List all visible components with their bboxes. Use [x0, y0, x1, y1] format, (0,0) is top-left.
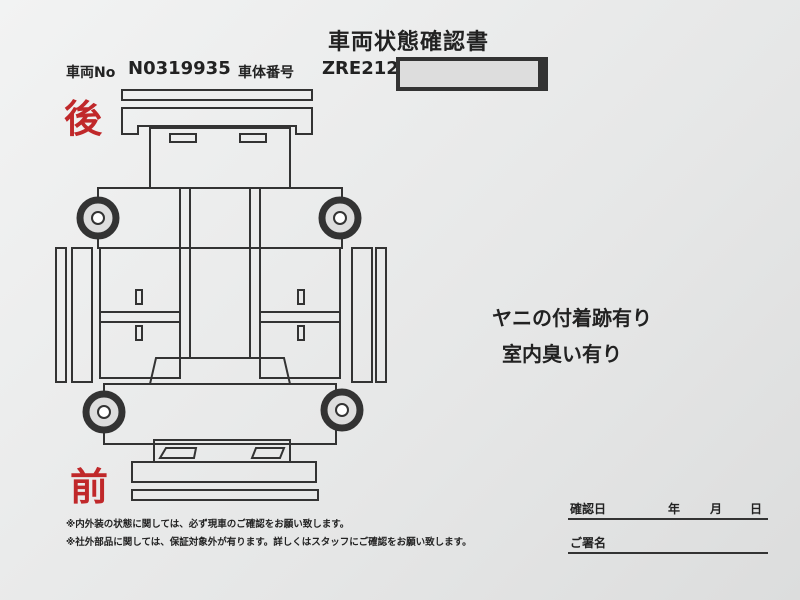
redaction-sticker — [396, 57, 548, 91]
signature-line: ご署名 — [568, 534, 768, 554]
note-line-1: ヤニの付着跡有り — [492, 306, 652, 330]
day-label: 日 — [750, 502, 763, 516]
document-title: 車両状態確認書 — [328, 30, 490, 55]
confirm-date-line: 確認日 年 月 日 — [568, 500, 768, 520]
disclaimer-1: ※内外装の状態に関しては、必ず現車のご確認をお願い致します。 — [66, 519, 350, 530]
disclaimer-2: ※社外部品に関しては、保証対象外が有ります。詳しくはスタッフにご確認をお願い致し… — [66, 537, 472, 548]
note-line-2: 室内臭い有り — [502, 342, 622, 366]
confirm-date-label: 確認日 — [570, 502, 607, 516]
vehicle-no-value: N0319935 — [128, 58, 231, 79]
vehicle-no-label: 車両No — [66, 65, 116, 81]
front-label: 前 — [70, 465, 109, 509]
month-label: 月 — [710, 502, 723, 516]
rear-label: 後 — [64, 97, 103, 141]
signature-label: ご署名 — [570, 536, 607, 550]
signature-block: 確認日 年 月 日 ご署名 — [568, 500, 768, 554]
chassis-label: 車体番号 — [238, 65, 294, 81]
chassis-value: ZRE212 — [322, 58, 399, 79]
year-label: 年 — [668, 502, 681, 516]
